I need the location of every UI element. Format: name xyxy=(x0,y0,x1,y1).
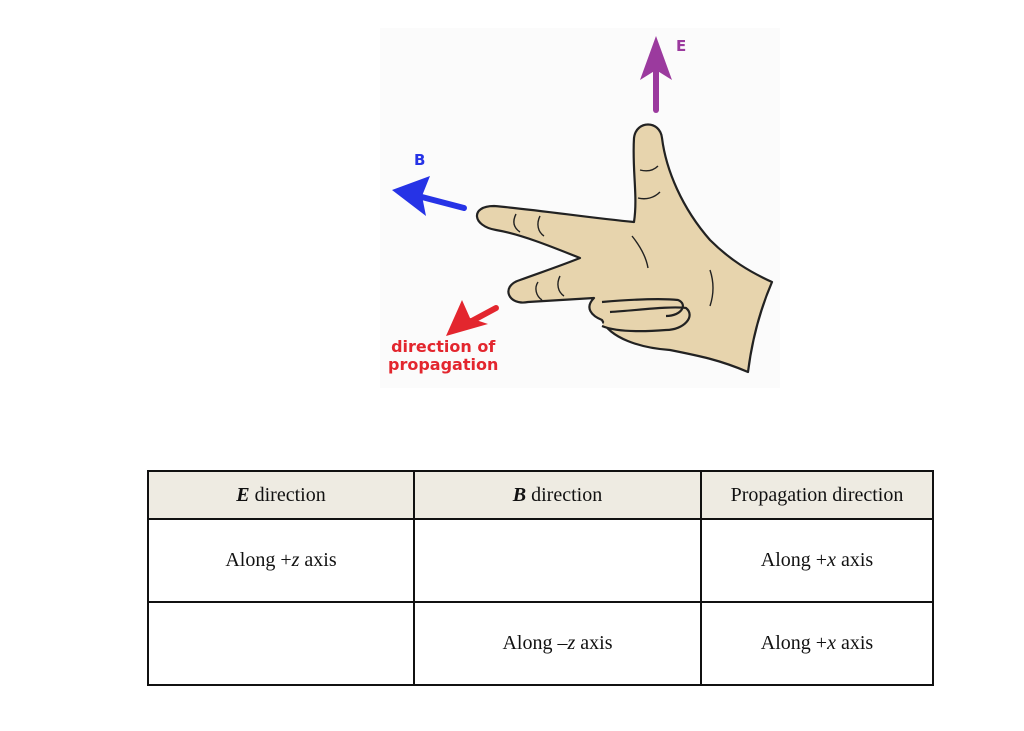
cell-text: Along + xyxy=(760,632,828,654)
propagation-label: direction of propagation xyxy=(388,337,499,375)
cell-text: axis xyxy=(575,632,613,654)
cell-text: Along – xyxy=(502,632,568,654)
table-row: Along –z axis Along +x axis xyxy=(147,601,934,686)
header-e-symbol: E xyxy=(236,483,250,506)
header-propagation-direction: Propagation direction xyxy=(700,470,934,520)
b-field-arrow xyxy=(392,176,467,216)
header-b-direction: B direction xyxy=(413,470,702,520)
cell-text: axis xyxy=(299,549,337,571)
cell-variable: z xyxy=(291,549,300,571)
cell-variable: x xyxy=(827,632,836,654)
e-field-arrow xyxy=(640,36,672,113)
cell-text: axis xyxy=(835,549,874,571)
b-label: B xyxy=(414,151,426,169)
cell-variable: z xyxy=(567,632,576,654)
propagation-arrow xyxy=(446,300,499,336)
cell-variable: x xyxy=(827,549,836,571)
cell-text: axis xyxy=(835,632,874,654)
header-b-symbol: B xyxy=(512,483,527,506)
propagation-label-line1: direction of xyxy=(391,337,496,356)
header-e-direction: E direction xyxy=(147,470,415,520)
propagation-label-line2: propagation xyxy=(388,355,499,375)
table-header-row: E direction B direction Propagation dire… xyxy=(147,470,934,520)
hand-illustration xyxy=(380,28,780,388)
hand-shape xyxy=(475,123,774,374)
table-cell: Along +x axis xyxy=(700,518,934,603)
cell-text: Along + xyxy=(225,549,292,571)
table-cell: Along –z axis xyxy=(413,601,702,686)
direction-table: E direction B direction Propagation dire… xyxy=(147,470,934,686)
table-cell: Along +z axis xyxy=(147,518,415,603)
header-b-text: direction xyxy=(526,483,603,506)
table-cell-empty xyxy=(147,601,415,686)
e-label: E xyxy=(676,37,687,55)
cell-text: Along + xyxy=(760,549,828,571)
header-e-text: direction xyxy=(249,483,326,506)
right-hand-rule-figure: E B direction of propagation xyxy=(370,20,790,400)
table-cell-empty xyxy=(413,518,702,603)
table-row: Along +z axis Along +x axis xyxy=(147,518,934,603)
table-cell: Along +x axis xyxy=(700,601,934,686)
header-propagation-text: Propagation direction xyxy=(730,483,904,506)
